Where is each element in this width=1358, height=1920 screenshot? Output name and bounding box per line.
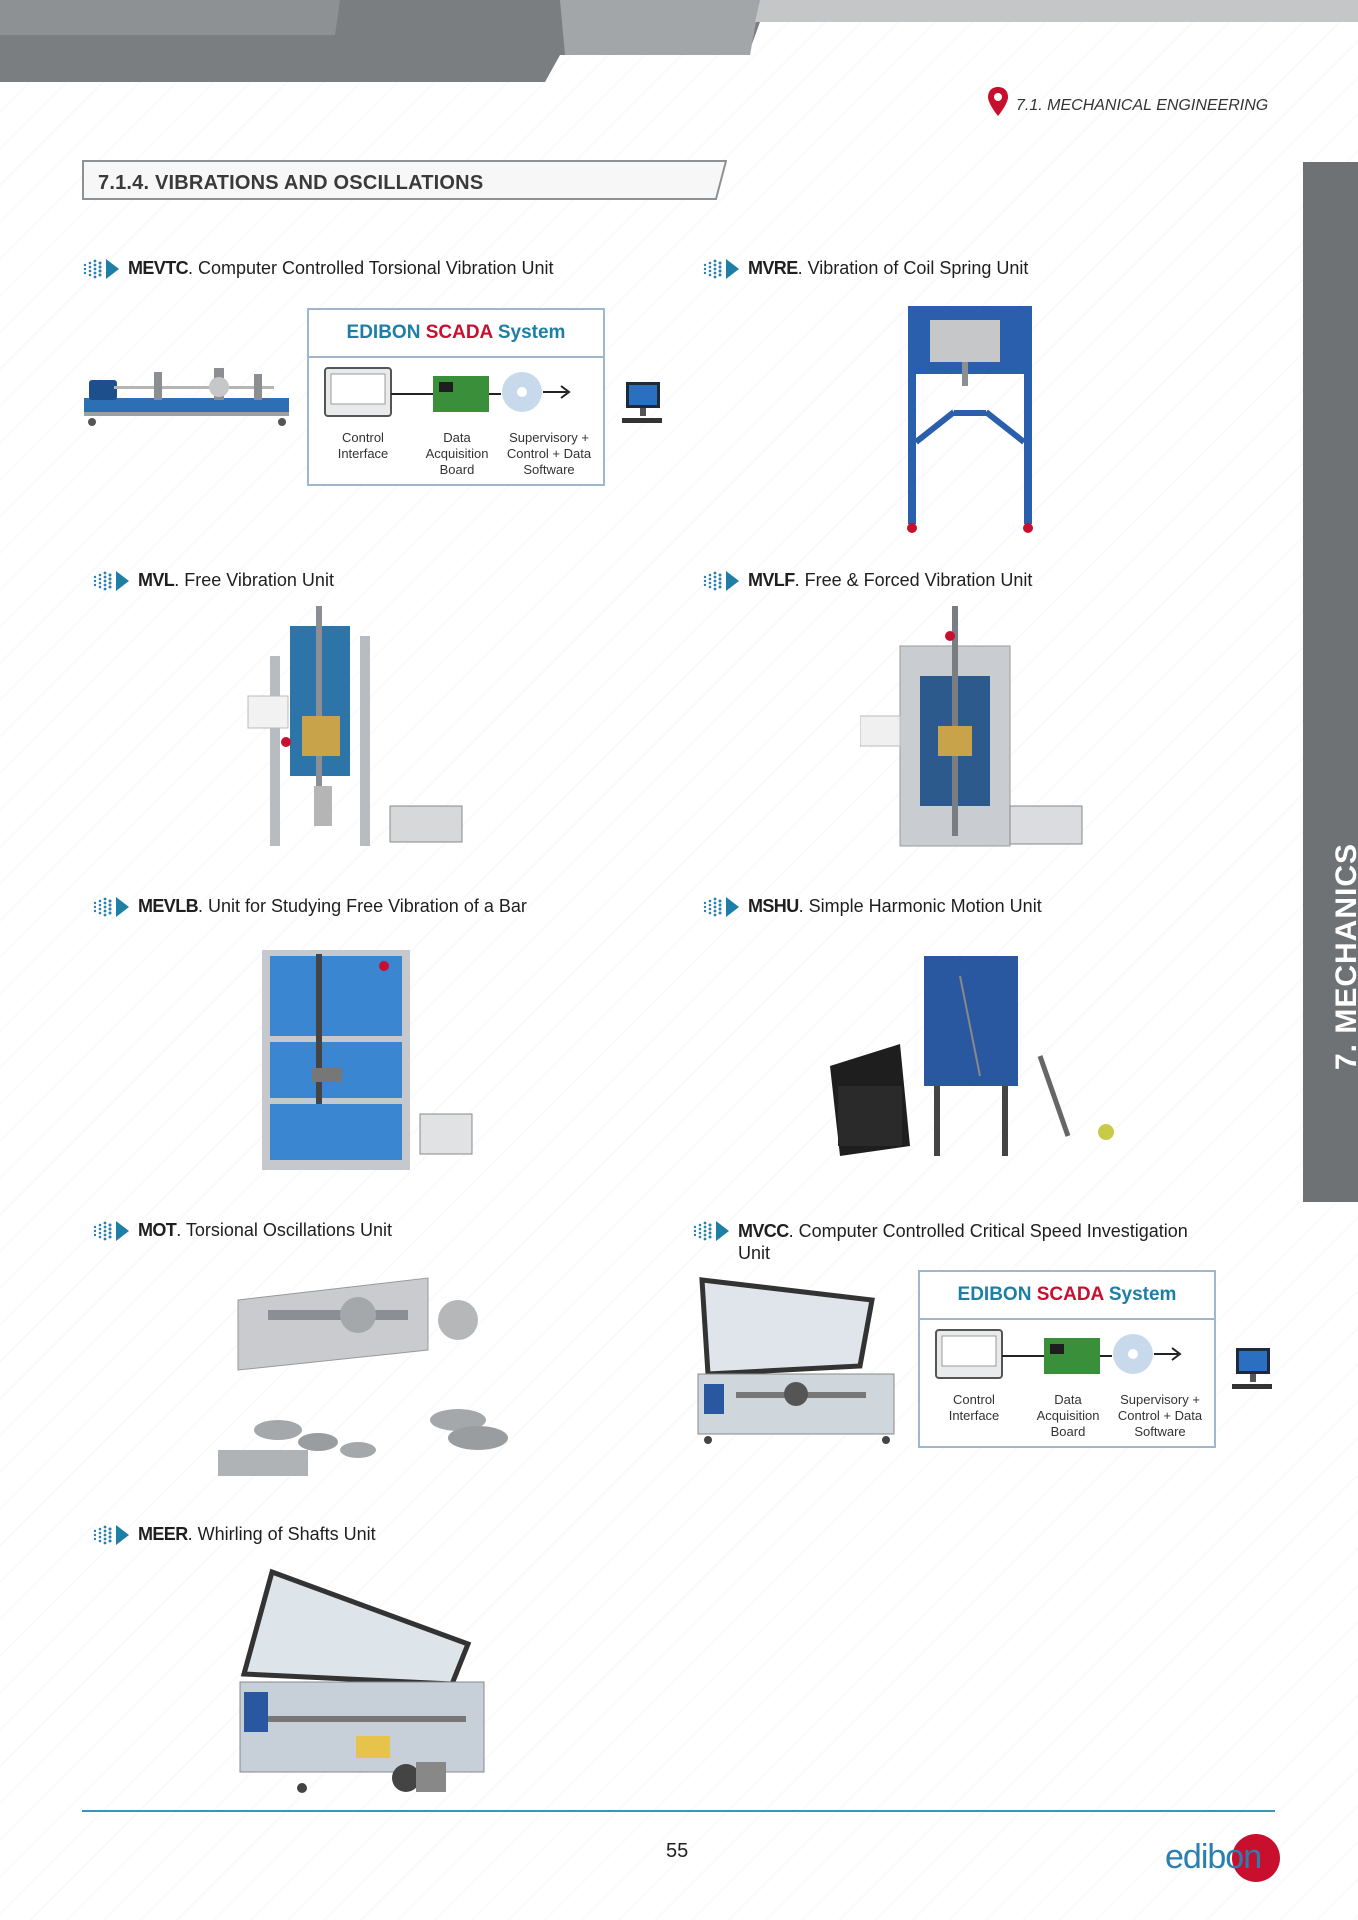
- arrow-dots-icon: [93, 897, 129, 917]
- arrow-dots-icon: [93, 571, 129, 591]
- top-gray-band: [0, 0, 1358, 82]
- footer-divider: [82, 1810, 1275, 1812]
- scada-box-mvcc: EDIBON SCADA System Control Interface Da…: [918, 1270, 1216, 1448]
- side-tab: [1303, 162, 1358, 1202]
- scada-title: EDIBON SCADA System: [920, 1272, 1214, 1320]
- product-title-mevtc[interactable]: MEVTC. Computer Controlled Torsional Vib…: [82, 258, 554, 280]
- mevtc-equipment-image: [84, 368, 289, 426]
- product-title-mvre[interactable]: MVRE. Vibration of Coil Spring Unit: [702, 258, 1028, 280]
- mvl-equipment-image: [247, 606, 463, 846]
- scada-devices-graphic: [935, 1329, 1182, 1379]
- product-title-mvcc[interactable]: MVCC. Computer Controlled Critical Speed…: [692, 1220, 1222, 1264]
- page-number: 55: [666, 1840, 689, 1862]
- logo-circle-graphic: [1232, 1834, 1280, 1882]
- computer-monitor-icon: [622, 382, 662, 423]
- scada-box-mevtc: EDIBON SCADA System Control Interface Da…: [307, 308, 605, 486]
- scada-title: EDIBON SCADA System: [309, 310, 603, 358]
- location-pin-icon: [988, 87, 1008, 116]
- mshu-equipment-image: [830, 956, 1114, 1156]
- arrow-dots-icon: [703, 571, 739, 591]
- mvre-equipment-image: [907, 306, 1033, 533]
- arrow-dots-icon: [703, 259, 739, 279]
- edibon-logo: edibon: [1165, 1838, 1262, 1876]
- product-title-meer[interactable]: MEER. Whirling of Shafts Unit: [92, 1524, 376, 1546]
- side-tab-label: 7. MECHANICS: [1330, 842, 1358, 1070]
- breadcrumb: 7.1. MECHANICAL ENGINEERING: [1016, 97, 1269, 114]
- mot-equipment-image: [218, 1277, 508, 1476]
- mvcc-equipment-image: [697, 1277, 895, 1444]
- section-title: 7.1.4. VIBRATIONS AND OSCILLATIONS: [98, 172, 484, 194]
- product-title-mvlf[interactable]: MVLF. Free & Forced Vibration Unit: [702, 570, 1032, 592]
- arrow-dots-icon: [703, 897, 739, 917]
- arrow-dots-icon: [93, 1221, 129, 1241]
- meer-equipment-image: [239, 1568, 485, 1793]
- product-title-mevlb[interactable]: MEVLB. Unit for Studying Free Vibration …: [92, 896, 527, 918]
- arrow-dots-icon: [93, 1525, 129, 1545]
- arrow-dots-icon: [83, 259, 119, 279]
- scada-devices-graphic: [324, 367, 571, 417]
- computer-monitor-icon: [1232, 1348, 1272, 1389]
- mevlb-equipment-image: [262, 950, 473, 1170]
- mvlf-equipment-image: [860, 606, 1083, 847]
- product-title-mvl[interactable]: MVL. Free Vibration Unit: [92, 570, 334, 592]
- product-title-mshu[interactable]: MSHU. Simple Harmonic Motion Unit: [702, 896, 1042, 918]
- product-title-mot[interactable]: MOT. Torsional Oscillations Unit: [92, 1220, 392, 1242]
- arrow-dots-icon: [693, 1221, 729, 1241]
- section-title-frame: [82, 160, 727, 200]
